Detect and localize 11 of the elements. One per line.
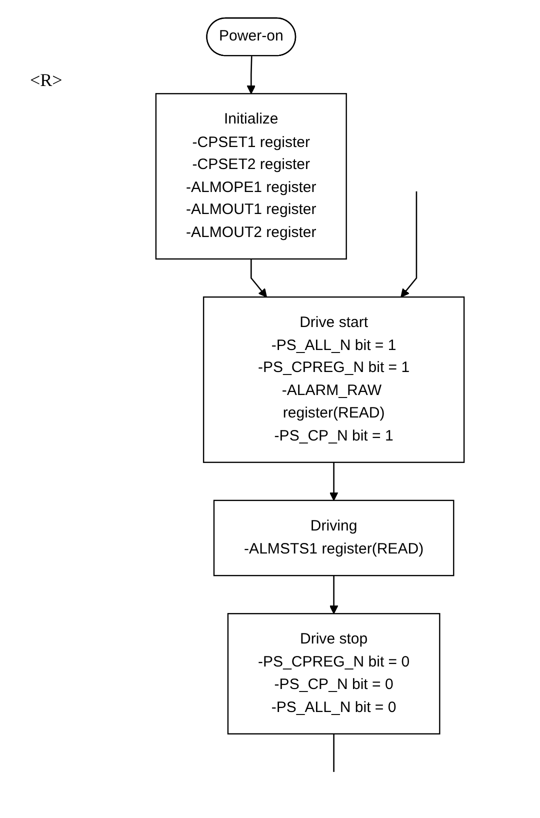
- arrow: [250, 258, 268, 298]
- arrow: [400, 191, 418, 298]
- node-box: Drive stop -PS_CPREG_N bit = 0 -PS_CP_N bit = 0 -PS_ALL_N bit = 0: [227, 613, 440, 734]
- note-label: <R>: [30, 70, 62, 91]
- node-box: Drive start -PS_ALL_N bit = 1 -PS_CPREG_N bit = 1 -ALARM_RAW register(READ) -PS_CP_N bit = 1: [202, 296, 465, 463]
- arrow: [329, 576, 338, 614]
- connector: [333, 734, 334, 772]
- arrow: [329, 462, 338, 501]
- arrow: [246, 56, 256, 94]
- node-box: Initialize -CPSET1 register -CPSET2 register -ALMOPE1 register -ALMOUT1 register -ALMOUT2 register: [155, 93, 347, 260]
- node-box: Driving -ALMSTS1 register(READ): [213, 500, 454, 576]
